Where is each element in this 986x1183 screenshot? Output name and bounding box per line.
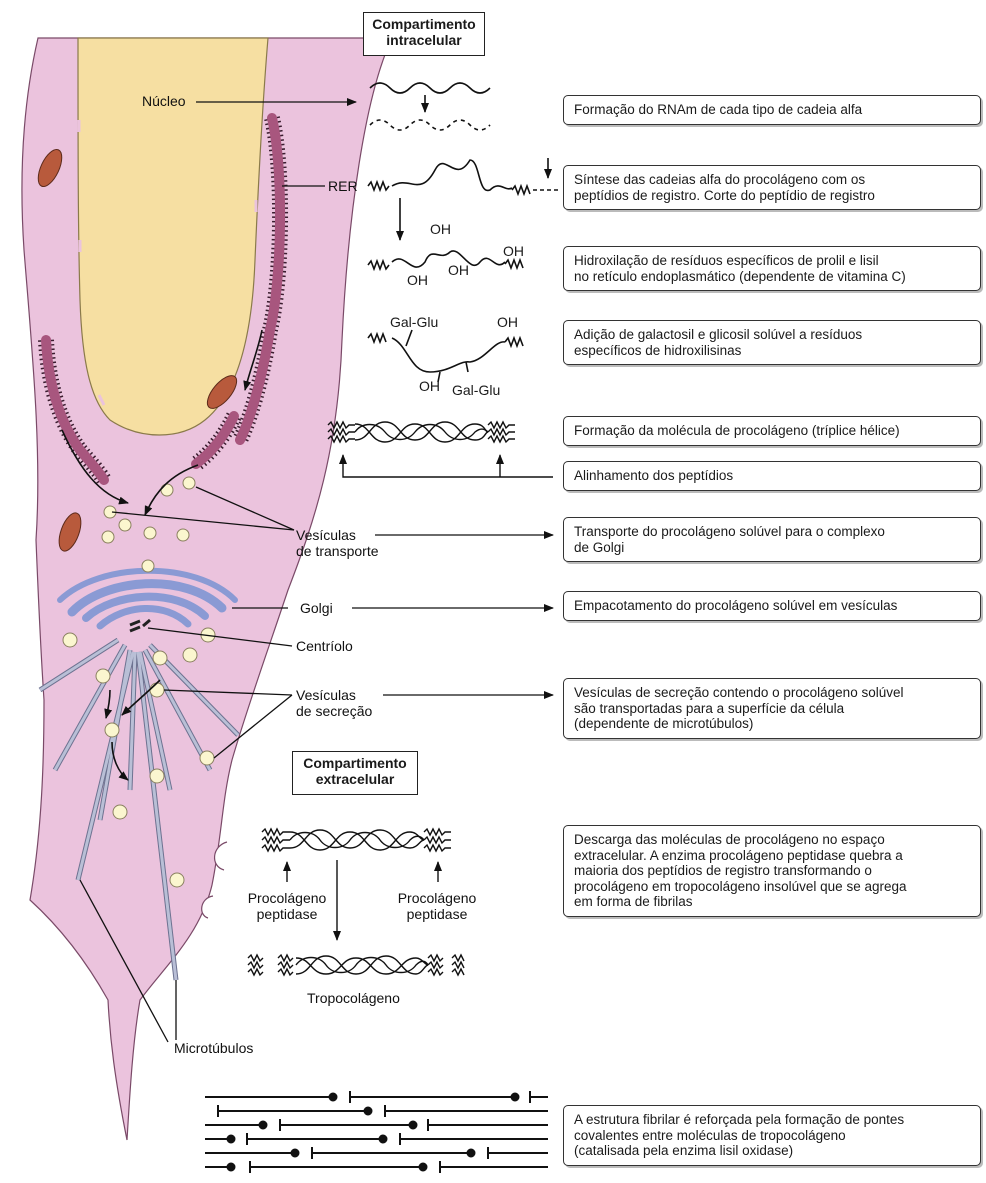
oh-label-5: OH	[497, 315, 518, 330]
secretion-vesicles-line-2: de secreção	[296, 703, 372, 719]
oh-label-1: OH	[430, 222, 451, 237]
gal-glu-label-1: Gal-Glu	[390, 315, 438, 330]
extracellular-header-line-2: extracelular	[316, 771, 395, 787]
step-line: Alinhamento dos peptídios	[574, 468, 970, 484]
step-golgi-transport: Transporte do procolágeno solúvel para o…	[563, 517, 981, 562]
peptidase-right-label: Procolágeno peptidase	[384, 890, 490, 922]
step-line: extracelular. A enzima procolágeno pepti…	[574, 848, 970, 864]
golgi-label: Golgi	[300, 600, 333, 616]
tropocollagen-label: Tropocolágeno	[307, 990, 400, 1006]
alignment-connector	[343, 455, 553, 477]
step-glycosylation: Adição de galactosil e glicosil solúvel …	[563, 320, 981, 365]
step-line: covalentes entre moléculas de tropocolág…	[574, 1128, 970, 1144]
step-line: de Golgi	[574, 540, 970, 556]
step-hydroxylation: Hidroxilação de resíduos específicos de …	[563, 246, 981, 291]
oh-label-3: OH	[448, 263, 469, 278]
extracellular-procollagen-helix	[262, 829, 451, 940]
step-mrna-formation: Formação do RNAm de cada tipo de cadeia …	[563, 95, 981, 125]
nucleus-label: Núcleo	[142, 93, 186, 109]
step-peptide-alignment: Alinhamento dos peptídios	[563, 461, 981, 491]
centriole-label: Centríolo	[296, 638, 353, 654]
step-line: são transportadas para a superfície da c…	[574, 701, 970, 717]
peptidase-left-label: Procolágeno peptidase	[234, 890, 340, 922]
step-line: (dependente de microtúbulos)	[574, 716, 970, 732]
rer-label: RER	[328, 178, 358, 194]
step-line: Formação do RNAm de cada tipo de cadeia …	[574, 102, 970, 118]
secretion-vesicles-line-1: Vesículas	[296, 687, 356, 703]
step-line: Hidroxilação de resíduos específicos de …	[574, 253, 970, 269]
step-line: (catalisada pela enzima lisil oxidase)	[574, 1143, 970, 1159]
tropocollagen-helix	[248, 955, 464, 975]
step-line: peptídios de registro. Corte do peptídio…	[574, 188, 970, 204]
step-line: Formação da molécula de procolágeno (trí…	[574, 423, 970, 439]
intracellular-header: Compartimento intracelular	[363, 12, 485, 56]
extracellular-header-line-1: Compartimento	[303, 755, 406, 771]
cross-linked-fibrils	[205, 1091, 548, 1173]
step-line: em forma de fibrilas	[574, 894, 970, 910]
microtubules-label: Microtúbulos	[174, 1040, 253, 1056]
extracellular-header: Compartimento extracelular	[292, 751, 418, 795]
step-line: Empacotamento do procolágeno solúvel em …	[574, 598, 970, 614]
gal-glu-label-2: Gal-Glu	[452, 383, 500, 398]
step-line: Descarga das moléculas de procolágeno no…	[574, 832, 970, 848]
mrna-illustration	[370, 83, 490, 130]
alpha-chain-synthesis	[368, 158, 560, 240]
glycosylation-chain	[368, 330, 523, 382]
transport-vesicles-label: Vesículas de transporte	[296, 527, 379, 559]
peptidase-left-line-2: peptidase	[257, 906, 318, 922]
transport-vesicles-line-1: Vesículas	[296, 527, 356, 543]
step-line: maioria dos peptídios de registro transf…	[574, 863, 970, 879]
secretion-vesicles-label: Vesículas de secreção	[296, 687, 372, 719]
hydroxylation-chain	[368, 251, 523, 269]
peptidase-right-line-2: peptidase	[407, 906, 468, 922]
step-triple-helix-formation: Formação da molécula de procolágeno (trí…	[563, 416, 981, 446]
intracellular-header-line-1: Compartimento	[372, 16, 475, 32]
step-secretion-transport: Vesículas de secreção contendo o procolá…	[563, 678, 981, 739]
step-line: Transporte do procolágeno solúvel para o…	[574, 524, 970, 540]
peptidase-left-line-1: Procolágeno	[248, 890, 327, 906]
step-line: A estrutura fibrilar é reforçada pela fo…	[574, 1112, 970, 1128]
step-vesicle-packaging: Empacotamento do procolágeno solúvel em …	[563, 591, 981, 621]
step-line: específicos de hidroxilisinas	[574, 343, 970, 359]
transport-vesicles-line-2: de transporte	[296, 543, 379, 559]
step-line: procolágeno em tropocolágeno insolúvel q…	[574, 879, 970, 895]
procollagen-triple-helix	[328, 422, 515, 442]
peptidase-right-line-1: Procolágeno	[398, 890, 477, 906]
intracellular-header-line-2: intracelular	[386, 32, 461, 48]
oh-label-2: OH	[503, 244, 524, 259]
step-line: no retículo endoplasmático (dependente d…	[574, 269, 970, 285]
step-line: Síntese das cadeias alfa do procolágeno …	[574, 172, 970, 188]
step-extracellular-discharge: Descarga das moléculas de procolágeno no…	[563, 825, 981, 917]
step-alpha-chain-synthesis: Síntese das cadeias alfa do procolágeno …	[563, 165, 981, 210]
oh-label-4: OH	[407, 273, 428, 288]
step-line: Vesículas de secreção contendo o procolá…	[574, 685, 970, 701]
step-line: Adição de galactosil e glicosil solúvel …	[574, 327, 970, 343]
step-fibril-crosslinking: A estrutura fibrilar é reforçada pela fo…	[563, 1105, 981, 1166]
oh-label-6: OH	[419, 379, 440, 394]
